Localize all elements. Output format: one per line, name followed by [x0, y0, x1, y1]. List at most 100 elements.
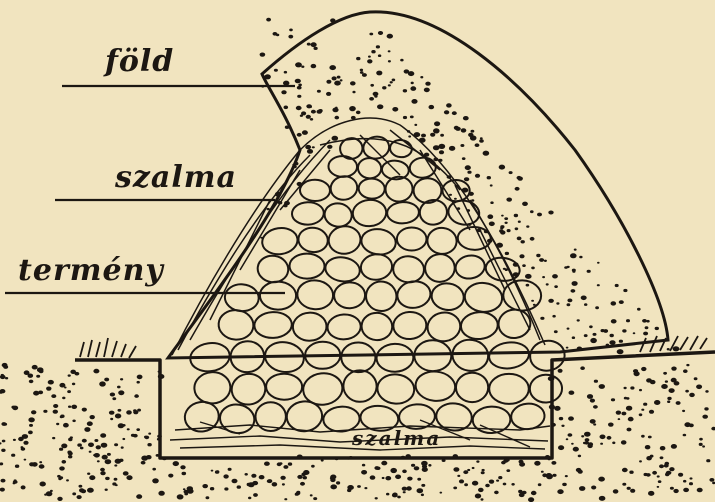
soil-speckle — [585, 438, 590, 442]
soil-speckle — [673, 346, 680, 351]
soil-speckle — [39, 370, 44, 374]
soil-speckle — [302, 130, 308, 135]
soil-speckle — [438, 144, 445, 149]
soil-speckle — [471, 130, 475, 133]
soil-speckle — [94, 439, 98, 442]
soil-speckle — [579, 256, 582, 259]
soil-speckle — [155, 480, 158, 483]
soil-speckle — [93, 369, 99, 374]
soil-speckle — [464, 483, 468, 486]
soil-speckle — [709, 478, 714, 482]
soil-speckle — [465, 165, 471, 170]
soil-speckle — [137, 375, 143, 380]
soil-speckle — [414, 132, 421, 137]
soil-speckle — [77, 443, 82, 446]
soil-speckle — [696, 385, 702, 390]
soil-speckle — [1, 374, 4, 376]
soil-speckle — [671, 444, 677, 449]
soil-speckle — [21, 446, 24, 448]
soil-speckle — [99, 381, 106, 386]
soil-speckle — [670, 487, 674, 490]
soil-speckle — [232, 479, 238, 484]
soil-speckle — [626, 406, 632, 411]
soil-speckle — [500, 225, 504, 228]
soil-speckle — [572, 281, 578, 286]
soil-speckle — [96, 445, 101, 449]
soil-speckle — [159, 404, 162, 406]
soil-speckle — [490, 201, 493, 204]
soil-speckle — [376, 71, 382, 76]
soil-speckle — [460, 144, 464, 147]
soil-speckle — [264, 74, 271, 79]
soil-speckle — [376, 45, 380, 48]
soil-speckle — [407, 130, 410, 133]
soil-speckle — [506, 458, 510, 461]
soil-speckle — [114, 443, 118, 446]
soil-speckle — [137, 381, 140, 384]
soil-speckle — [500, 230, 505, 234]
soil-speckle — [454, 198, 457, 200]
soil-speckle — [531, 300, 534, 302]
soil-speckle — [475, 494, 481, 499]
soil-speckle — [590, 399, 595, 403]
soil-speckle — [29, 424, 33, 427]
soil-speckle — [697, 488, 703, 493]
soil-speckle — [577, 347, 582, 351]
soil-speckle — [666, 471, 672, 475]
soil-speckle — [481, 498, 484, 500]
soil-speckle — [148, 433, 151, 435]
soil-speckle — [574, 249, 577, 251]
soil-speckle — [314, 47, 318, 50]
soil-speckle — [503, 268, 506, 270]
soil-speckle — [439, 150, 444, 154]
soil-speckle — [88, 443, 94, 448]
soil-speckle — [428, 464, 431, 467]
soil-speckle — [421, 134, 426, 138]
soil-speckle — [46, 491, 53, 496]
soil-speckle — [52, 437, 55, 439]
soil-speckle — [599, 384, 605, 389]
soil-speckle — [421, 494, 424, 497]
soil-speckle — [657, 475, 660, 477]
soil-speckle — [48, 380, 54, 385]
soil-speckle — [546, 474, 553, 479]
soil-speckle — [68, 455, 72, 458]
soil-speckle — [182, 472, 187, 475]
soil-speckle — [28, 431, 33, 435]
soil-speckle — [699, 443, 703, 446]
soil-speckle — [584, 432, 591, 437]
soil-speckle — [87, 488, 94, 493]
soil-speckle — [321, 459, 324, 461]
soil-speckle — [105, 477, 110, 480]
soil-speckle — [503, 483, 507, 486]
soil-speckle — [266, 18, 271, 22]
soil-speckle — [63, 423, 69, 428]
soil-speckle — [433, 157, 438, 161]
soil-speckle — [556, 302, 559, 304]
soil-speckle — [301, 111, 306, 115]
soil-speckle — [552, 474, 556, 477]
soil-speckle — [141, 456, 148, 461]
soil-speckle — [62, 397, 65, 400]
soil-speckle — [559, 417, 563, 420]
soil-speckle — [514, 214, 518, 217]
soil-speckle — [519, 493, 525, 497]
soil-speckle — [403, 89, 407, 92]
soil-speckle — [569, 391, 575, 395]
soil-speckle — [126, 475, 132, 480]
soil-speckle — [554, 330, 558, 333]
soil-speckle — [490, 184, 493, 186]
soil-speckle — [356, 111, 361, 115]
soil-speckle — [248, 497, 251, 500]
soil-speckle — [626, 397, 629, 400]
soil-speckle — [297, 86, 302, 90]
soil-speckle — [202, 484, 208, 488]
soil-speckle — [641, 435, 645, 438]
soil-speckle — [440, 492, 443, 494]
soil-speckle — [433, 128, 440, 133]
soil-speckle — [505, 222, 508, 224]
soil-speckle — [62, 460, 67, 464]
soil-speckle — [530, 210, 534, 213]
soil-speckle — [29, 462, 34, 466]
soil-speckle — [580, 366, 585, 370]
